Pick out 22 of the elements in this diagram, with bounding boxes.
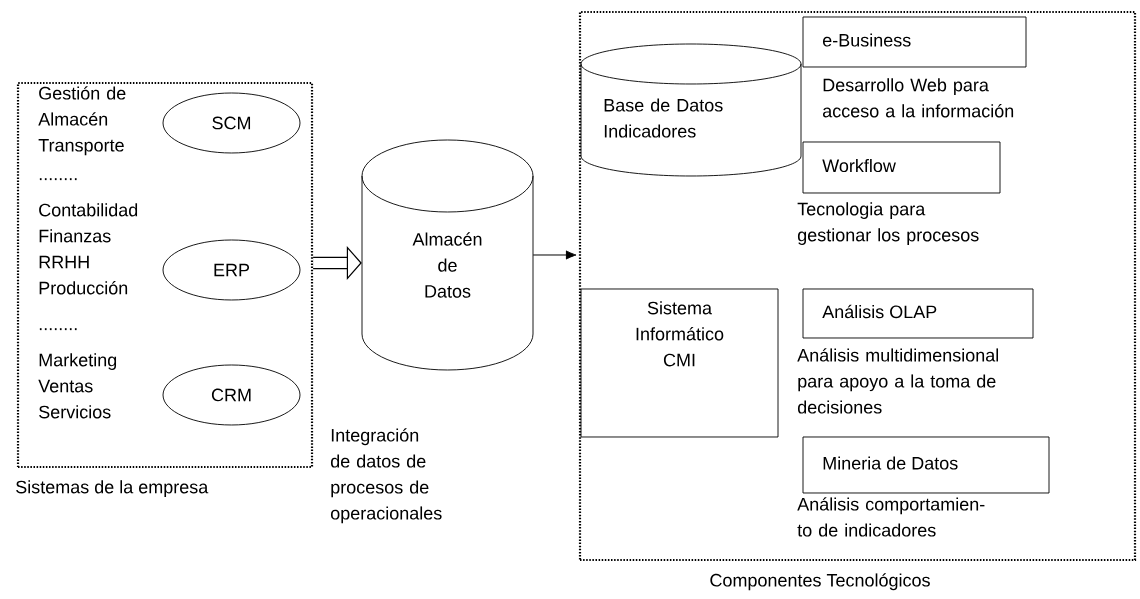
database-cylinder: Base de Datos Indicadores [580,43,802,177]
node-label: Almacén de Datos [412,232,482,298]
description-text: Análisis multidimensional para apoyo a la toma de decisiones [797,348,999,414]
group-heading: Componentes Tecnológicos [710,573,930,591]
item-list: ........ [39,328,77,331]
description-text: Análisis comportamien- to de indicadores [797,497,985,537]
item-list: ........ [39,178,77,181]
process-box: Análisis OLAP [802,288,1034,339]
process-box: Sistema Informático CMI [580,288,779,438]
description-text: Desarrollo Web para acceso a la información [822,78,1014,118]
process-box: e-Business [802,16,1027,68]
group-heading: Sistemas de la empresa [16,480,209,497]
arrow [532,250,577,260]
process-box: Workflow [802,141,1001,194]
description-text: Tecnologia para gestionar los procesos [797,202,979,245]
item-list: Gestión de Almacén Transporte [38,86,126,156]
database-cylinder: Almacén de Datos [361,139,534,371]
note-text: Integración de datos de procesos de operacionales [330,428,442,524]
node-label: Base de Datos Indicadores [604,98,723,138]
item-list: Marketing Ventas Servicios [38,353,117,419]
item-list: Contabilidad Finanzas RRHH Producción [39,203,138,295]
process-box: Mineria de Datos [802,436,1050,494]
